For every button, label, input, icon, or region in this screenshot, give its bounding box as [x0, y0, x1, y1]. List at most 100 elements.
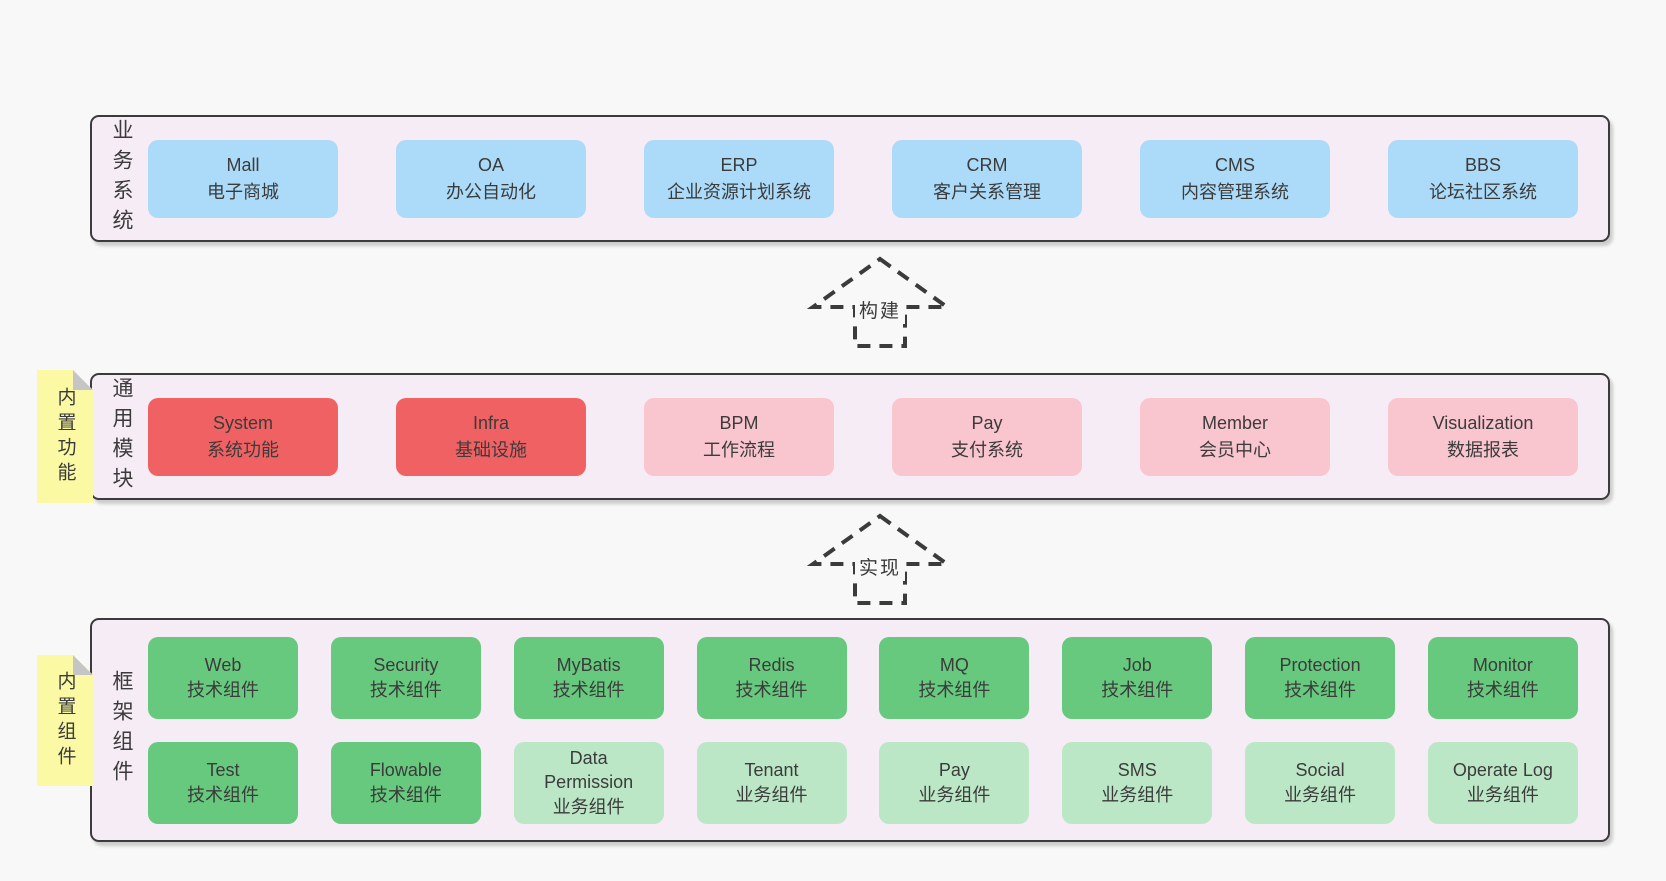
- box-title: Test: [206, 760, 240, 781]
- box-title: Tenant: [744, 760, 799, 781]
- box-title: Protection: [1279, 655, 1361, 676]
- box-subtitle: 业务组件: [918, 784, 991, 805]
- framework-components-row-1: Web 技术组件 Security 技术组件 MyBatis 技术组件 Redi…: [148, 636, 1578, 719]
- box-subtitle: 会员中心: [1199, 439, 1271, 460]
- box-flowable: Flowable 技术组件: [330, 741, 481, 824]
- box-mq: MQ 技术组件: [879, 636, 1030, 719]
- box-security: Security 技术组件: [330, 636, 481, 719]
- box-title: MyBatis: [556, 655, 621, 676]
- box-crm: CRM 客户关系管理: [892, 139, 1082, 218]
- box-subtitle: 业务组件: [1284, 784, 1357, 805]
- box-oa: OA 办公自动化: [396, 139, 586, 218]
- box-bbs: BBS 论坛社区系统: [1388, 139, 1578, 218]
- dashed-up-arrow-icon: [806, 513, 954, 605]
- band-label-common-modules: 通用模块: [110, 376, 133, 497]
- band-business-systems: 业务系统 Mall 电子商城 OA 办公自动化 ERP 企业资源计划系统 CRM…: [90, 115, 1610, 242]
- box-subtitle: 支付系统: [951, 439, 1023, 460]
- box-title: Redis: [748, 655, 795, 676]
- box-title: CMS: [1215, 155, 1255, 176]
- box-title: Pay: [971, 413, 1003, 434]
- box-visualization: Visualization 数据报表: [1388, 397, 1578, 476]
- box-data-permission: Data Permission 业务组件: [513, 741, 664, 824]
- sticky-note-label: 内置功能: [54, 386, 76, 487]
- band-framework-components: 框架组件 Web 技术组件 Security 技术组件 MyBatis 技术组件…: [90, 618, 1610, 842]
- box-title: Job: [1122, 655, 1152, 676]
- box-subtitle: 工作流程: [703, 439, 775, 460]
- box-title: OA: [477, 155, 504, 176]
- box-subtitle: 企业资源计划系统: [667, 181, 811, 202]
- box-subtitle: 业务组件: [1466, 784, 1539, 805]
- box-member: Member 会员中心: [1140, 397, 1330, 476]
- dashed-up-arrow-icon: [806, 256, 954, 348]
- box-sms: SMS 业务组件: [1062, 741, 1213, 824]
- box-subtitle: 技术组件: [1284, 679, 1357, 700]
- box-subtitle: 电子商城: [207, 181, 279, 202]
- box-title: Flowable: [369, 760, 442, 781]
- box-job: Job 技术组件: [1062, 636, 1213, 719]
- common-modules-row: System 系统功能 Infra 基础设施 BPM 工作流程 Pay 支付系统…: [148, 397, 1578, 476]
- box-social: Social 业务组件: [1245, 741, 1396, 824]
- box-subtitle: 办公自动化: [446, 181, 536, 202]
- arrow-build: 构建: [795, 255, 965, 350]
- box-subtitle: 系统功能: [207, 439, 279, 460]
- box-subtitle: 数据报表: [1447, 439, 1519, 460]
- sticky-note-built-in-features: 内置功能: [37, 370, 93, 503]
- box-monitor: Monitor 技术组件: [1427, 636, 1578, 719]
- box-mybatis: MyBatis 技术组件: [513, 636, 664, 719]
- box-title: BPM: [719, 413, 759, 434]
- box-title: MQ: [939, 655, 969, 676]
- framework-components-rows: Web 技术组件 Security 技术组件 MyBatis 技术组件 Redi…: [148, 636, 1578, 824]
- box-tenant: Tenant 业务组件: [696, 741, 847, 824]
- box-title: Visualization: [1432, 413, 1534, 434]
- box-title: Web: [204, 655, 242, 676]
- box-redis: Redis 技术组件: [696, 636, 847, 719]
- band-label-framework-components: 框架组件: [110, 670, 133, 790]
- box-subtitle: 技术组件: [552, 679, 625, 700]
- box-title: ERP: [720, 155, 758, 176]
- box-title: Social: [1295, 760, 1345, 781]
- box-subtitle: 技术组件: [918, 679, 991, 700]
- box-subtitle: 基础设施: [455, 439, 527, 460]
- box-subtitle: 业务组件: [735, 784, 808, 805]
- box-title: Infra: [472, 413, 510, 434]
- box-subtitle: 技术组件: [735, 679, 808, 700]
- box-title: SMS: [1117, 760, 1157, 781]
- box-test: Test 技术组件: [148, 741, 298, 824]
- arrow-implement-label: 实现: [854, 552, 906, 581]
- box-title: CRM: [966, 155, 1008, 176]
- box-title: Pay: [938, 760, 970, 781]
- band-label-business-systems: 业务系统: [110, 118, 133, 239]
- box-pay-component: Pay 业务组件: [879, 741, 1030, 824]
- box-title: Security: [373, 655, 439, 676]
- box-subtitle: 技术组件: [187, 784, 259, 805]
- box-web: Web 技术组件: [148, 636, 298, 719]
- sticky-note-label: 内置组件: [54, 670, 76, 771]
- box-infra: Infra 基础设施: [396, 397, 586, 476]
- box-system: System 系统功能: [148, 397, 338, 476]
- box-subtitle: 业务组件: [552, 796, 625, 817]
- arrow-implement: 实现: [795, 512, 965, 607]
- box-subtitle: 技术组件: [187, 679, 259, 700]
- box-subtitle: 技术组件: [1101, 679, 1174, 700]
- business-systems-row: Mall 电子商城 OA 办公自动化 ERP 企业资源计划系统 CRM 客户关系…: [148, 139, 1578, 218]
- sticky-note-built-in-components: 内置组件: [37, 655, 93, 786]
- box-subtitle: 内容管理系统: [1181, 181, 1289, 202]
- box-subtitle: 技术组件: [369, 784, 442, 805]
- box-subtitle: 论坛社区系统: [1429, 181, 1537, 202]
- box-subtitle: 技术组件: [369, 679, 442, 700]
- box-title: Member: [1201, 413, 1268, 434]
- box-pay-system: Pay 支付系统: [892, 397, 1082, 476]
- box-subtitle: 技术组件: [1466, 679, 1539, 700]
- band-common-modules: 通用模块 System 系统功能 Infra 基础设施 BPM 工作流程 Pay…: [90, 373, 1610, 500]
- box-title: BBS: [1464, 155, 1502, 176]
- box-operate-log: Operate Log 业务组件: [1427, 741, 1578, 824]
- box-subtitle: 客户关系管理: [933, 181, 1041, 202]
- arrow-build-label: 构建: [854, 295, 906, 324]
- framework-components-row-2: Test 技术组件 Flowable 技术组件 Data Permission …: [148, 741, 1578, 824]
- box-protection: Protection 技术组件: [1245, 636, 1396, 719]
- box-mall: Mall 电子商城: [148, 139, 338, 218]
- box-erp: ERP 企业资源计划系统: [644, 139, 834, 218]
- box-cms: CMS 内容管理系统: [1140, 139, 1330, 218]
- box-bpm: BPM 工作流程: [644, 397, 834, 476]
